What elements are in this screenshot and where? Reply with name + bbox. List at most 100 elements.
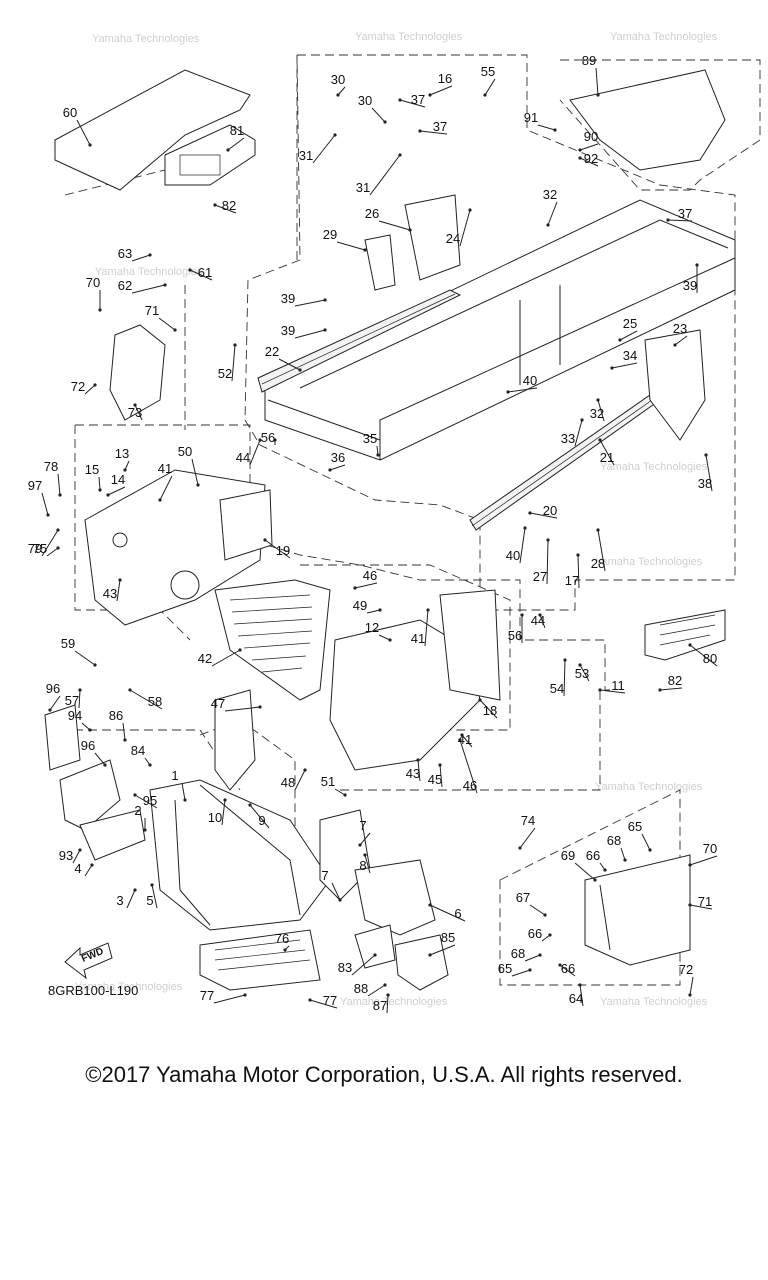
part-callout-61: 61 (198, 265, 212, 280)
leader-dot-7 (358, 843, 362, 847)
part-callout-31: 31 (299, 148, 313, 163)
leader-dot-18 (478, 698, 482, 702)
leader-line-48 (294, 769, 306, 791)
part-callout-37: 37 (411, 92, 425, 107)
leader-line-77 (309, 999, 338, 1009)
leader-dot-77 (243, 993, 247, 997)
leader-dot-96 (103, 763, 107, 767)
leader-line-1 (181, 782, 186, 801)
part-callout-81: 81 (230, 123, 244, 138)
part-callout-86: 86 (109, 708, 123, 723)
leader-line-57 (78, 689, 81, 709)
part-callout-40: 40 (506, 548, 520, 563)
leader-dot-68 (623, 858, 627, 862)
leader-line-66 (541, 934, 551, 942)
leader-line-40 (507, 387, 538, 393)
leader-line-39 (294, 299, 326, 307)
leader-dot-66 (558, 963, 562, 967)
leader-line-64 (579, 984, 584, 1007)
leader-dot-46 (353, 586, 357, 590)
leader-line-68 (620, 847, 626, 861)
part-callout-8: 8 (359, 858, 366, 873)
leader-dot-40 (506, 390, 510, 394)
fwd-arrow-icon (64, 942, 113, 980)
part-callout-89: 89 (582, 53, 596, 68)
leader-line-58 (129, 689, 163, 710)
leader-dot-82 (213, 203, 217, 207)
diagram-canvas: Yamaha Technologies Yamaha Technologies … (28, 31, 761, 1014)
part-callout-41: 41 (158, 461, 172, 476)
leader-dot-63 (148, 253, 152, 257)
leader-dot-26 (408, 228, 412, 232)
leader-dot-56 (520, 613, 524, 617)
leader-dot-89 (596, 93, 600, 97)
part-callout-95: 95 (143, 793, 157, 808)
part-callout-88: 88 (354, 981, 368, 996)
leader-dot-95 (133, 793, 137, 797)
part-callout-79: 79 (28, 541, 42, 556)
leader-dot-45 (438, 763, 442, 767)
part-callout-75: 75 (33, 541, 47, 556)
leader-line-96 (94, 752, 106, 766)
leader-dot-65 (528, 968, 532, 972)
leader-line-33 (574, 419, 583, 447)
leader-line-41 (461, 734, 473, 748)
watermark: Yamaha Technologies (595, 781, 703, 793)
leader-dot-19 (263, 538, 267, 542)
leader-dot-2 (143, 828, 147, 832)
leader-dot-22 (298, 368, 302, 372)
leader-dot-43 (118, 578, 122, 582)
leader-line-81 (227, 137, 245, 151)
part-callout-36: 36 (331, 450, 345, 465)
leader-dot-9 (248, 803, 252, 807)
leader-dot-4 (90, 863, 94, 867)
part-callout-10: 10 (208, 810, 222, 825)
leader-dot-71 (173, 328, 177, 332)
leader-dot-97 (46, 513, 50, 517)
part-callout-50: 50 (178, 444, 192, 459)
leader-line-95 (134, 794, 158, 809)
part-callout-32: 32 (590, 406, 604, 421)
leader-line-68 (524, 954, 541, 962)
leader-line-65 (641, 833, 651, 851)
rear-storage (584, 609, 726, 966)
leader-dot-60 (88, 143, 92, 147)
leader-dot-57 (78, 688, 82, 692)
fwd-arrow: FWD (64, 942, 113, 980)
leader-line-25 (619, 330, 638, 341)
leader-dot-33 (580, 418, 584, 422)
part-callout-96: 96 (81, 738, 95, 753)
leader-line-65 (511, 969, 531, 977)
leader-dot-37 (666, 218, 670, 222)
leader-dot-91 (553, 128, 557, 132)
part-callout-21: 21 (600, 450, 614, 465)
part-callout-20: 20 (543, 503, 557, 518)
leader-dot-30 (383, 120, 387, 124)
part-callout-31: 31 (356, 180, 370, 195)
leader-dot-44 (538, 613, 542, 617)
leader-line-86 (122, 722, 126, 741)
watermark: Yamaha Technologies (600, 461, 708, 473)
leader-dot-49 (378, 608, 382, 612)
leader-line-82 (659, 687, 683, 691)
leader-dot-96 (48, 708, 52, 712)
seat-base (54, 69, 256, 191)
leader-line-42 (211, 649, 241, 667)
part-callout-28: 28 (591, 556, 605, 571)
leader-line-78 (57, 473, 61, 496)
leader-line-97 (41, 492, 49, 516)
part-callout-42: 42 (198, 651, 212, 666)
leader-line-8 (364, 854, 371, 874)
part-callout-70: 70 (703, 841, 717, 856)
leader-line-14 (107, 486, 126, 496)
part-callout-72: 72 (71, 379, 85, 394)
part-callout-43: 43 (406, 766, 420, 781)
leader-line-55 (484, 78, 496, 96)
part-callout-68: 68 (607, 833, 621, 848)
leader-line-29 (336, 241, 366, 251)
part-callout-41: 41 (458, 732, 472, 747)
leader-dot-11 (598, 688, 602, 692)
leader-line-70 (689, 855, 718, 866)
part-callout-30: 30 (331, 72, 345, 87)
part-callout-30: 30 (358, 93, 372, 108)
